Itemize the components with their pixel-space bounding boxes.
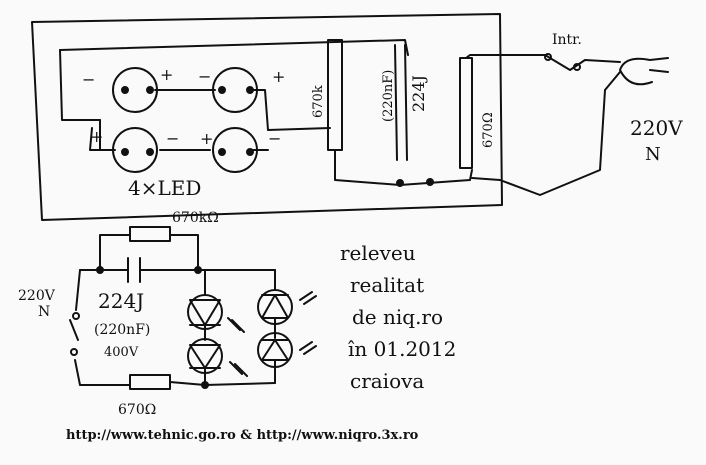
schematic-resistor-top-label: 670kΩ xyxy=(172,210,219,226)
schematic-cap-voltage: 400V xyxy=(104,345,139,360)
board-mains-symbol: N xyxy=(645,144,661,165)
schematic-mains-symbol: N xyxy=(38,304,50,320)
board-capacitor xyxy=(394,44,398,161)
footer-links: http://www.tehnic.go.ro & http://www.niq… xyxy=(66,428,418,443)
board-cap-code-label: 224J xyxy=(409,75,428,112)
led-2 xyxy=(212,67,258,113)
led-3 xyxy=(112,127,158,173)
footer-link-tehnic[interactable]: http://www.tehnic.go.ro xyxy=(66,428,236,443)
schematic-led-2 xyxy=(187,338,223,374)
board-resistor-670 xyxy=(459,57,473,169)
board-plus-1: + xyxy=(160,65,173,84)
led-1 xyxy=(112,67,158,113)
schematic-resistor-bottom xyxy=(129,374,171,390)
led-4 xyxy=(212,127,258,173)
board-resistor-670k-label: 670k xyxy=(311,85,326,118)
schematic-led-1 xyxy=(187,294,223,330)
mains-plug xyxy=(619,57,669,86)
board-plus-4: + xyxy=(200,129,213,148)
board-outline xyxy=(31,13,503,221)
board-minus-4: − xyxy=(268,129,281,148)
board-resistor-670-label: 670Ω xyxy=(481,112,496,148)
board-resistor-670k xyxy=(327,39,343,151)
note-line-2: realitat xyxy=(350,273,424,297)
schematic-led-3 xyxy=(257,289,293,325)
schematic-mains-label: 220V xyxy=(18,288,56,304)
note-line-1: releveu xyxy=(340,241,416,265)
board-plus-2: + xyxy=(272,67,285,86)
mains-switch xyxy=(544,54,621,71)
schematic-resistor-bottom-label: 670Ω xyxy=(118,402,156,418)
switch-label: Intr. xyxy=(552,32,582,48)
footer-link-niqro[interactable]: http://www.niqro.3x.ro xyxy=(256,428,419,443)
note-line-5: craiova xyxy=(350,369,424,393)
board-mains-label: 220V xyxy=(630,116,683,140)
board-cap-value-label: (220nF) xyxy=(381,70,396,122)
schematic-cap-code: 224J xyxy=(98,289,144,313)
note-line-3: de niq.ro xyxy=(352,305,443,329)
schematic-led-4 xyxy=(257,332,293,368)
schematic-resistor-top xyxy=(129,226,171,242)
board-plus-3: + xyxy=(90,127,103,146)
note-line-4: în 01.2012 xyxy=(348,337,456,361)
schematic-cap-value: (220nF) xyxy=(94,322,150,338)
board-minus-3: − xyxy=(166,129,179,148)
footer-separator: & xyxy=(235,428,257,443)
board-minus-1: − xyxy=(82,70,95,89)
board-minus-2: − xyxy=(198,67,211,86)
led-label: 4×LED xyxy=(128,176,201,200)
